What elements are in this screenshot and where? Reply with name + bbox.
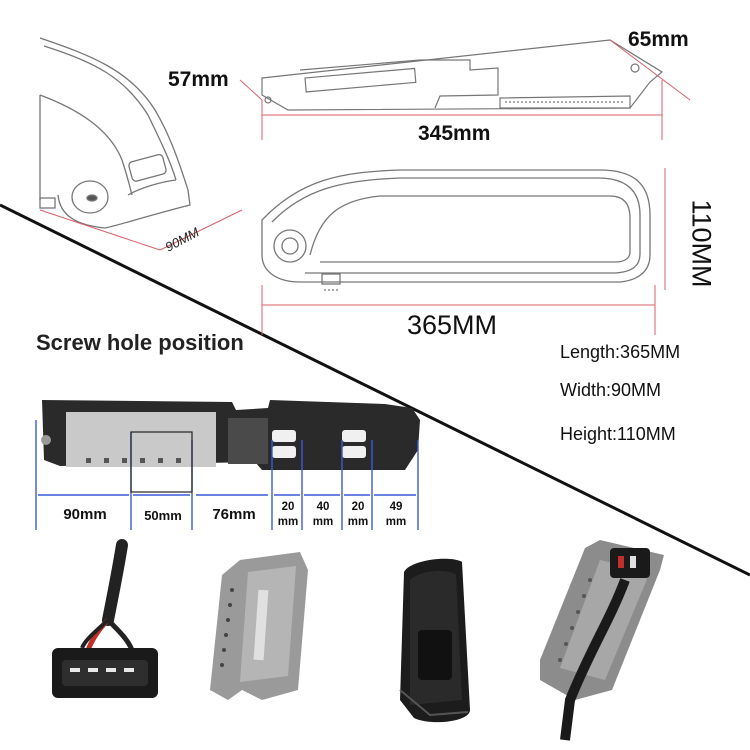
screw-label-76mm: 76mm <box>212 506 256 523</box>
dim-line-90 <box>159 209 243 251</box>
top-plate-drawing <box>261 39 664 111</box>
screw-section-heading: Screw hole position <box>36 330 244 355</box>
battery-side-drawing <box>261 169 651 291</box>
divider-line <box>0 203 750 577</box>
dim-label-345: 345mm <box>418 122 491 145</box>
dim-label-65: 65mm <box>628 28 689 51</box>
spec-width: Width:90MM <box>560 380 662 400</box>
dim-label-365mm: 365MM <box>407 310 498 340</box>
battery-perspective-drawing <box>39 37 191 229</box>
dim-line-57 <box>239 79 263 101</box>
spec-length: Length:365MM <box>560 342 681 362</box>
spec-height: Height:110MM <box>560 424 676 444</box>
dim-label-57: 57mm <box>168 68 229 91</box>
dim-label-110mm: 110MM <box>686 199 717 288</box>
dim-line-65 <box>609 39 691 101</box>
screw-label-50mm: 50mm <box>144 508 182 523</box>
screw-label-90mm: 90mm <box>63 506 107 523</box>
